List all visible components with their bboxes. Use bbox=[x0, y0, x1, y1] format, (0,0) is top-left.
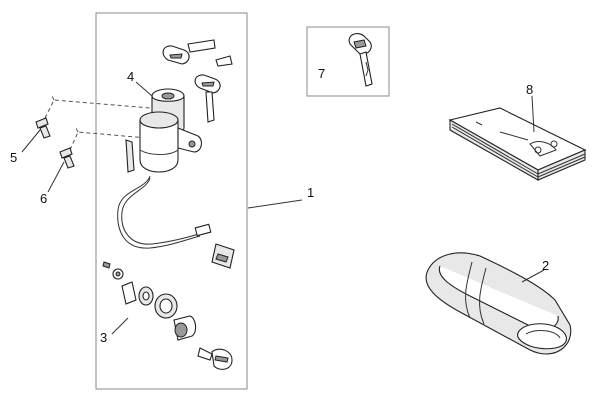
screw-icon bbox=[35, 117, 75, 169]
callout-4: 4 bbox=[127, 69, 134, 84]
callout-8: 8 bbox=[526, 82, 533, 97]
keys-icon bbox=[162, 39, 233, 123]
kit-frame bbox=[95, 12, 248, 390]
lock-cylinder-icon bbox=[102, 261, 233, 370]
ignition-switch-icon bbox=[125, 88, 203, 173]
callout-2: 2 bbox=[542, 258, 549, 273]
manual-book-icon bbox=[448, 107, 587, 181]
connector-icon bbox=[117, 175, 235, 269]
key-frame bbox=[306, 26, 390, 97]
callout-5: 5 bbox=[10, 150, 17, 165]
assembly-guides bbox=[44, 95, 171, 151]
callout-3: 3 bbox=[100, 330, 107, 345]
callout-1: 1 bbox=[307, 185, 314, 200]
tool-pouch-icon bbox=[425, 252, 572, 355]
callout-6: 6 bbox=[40, 191, 47, 206]
leader-lines bbox=[21, 81, 545, 335]
key-icon bbox=[348, 33, 373, 87]
callout-7: 7 bbox=[318, 66, 325, 81]
